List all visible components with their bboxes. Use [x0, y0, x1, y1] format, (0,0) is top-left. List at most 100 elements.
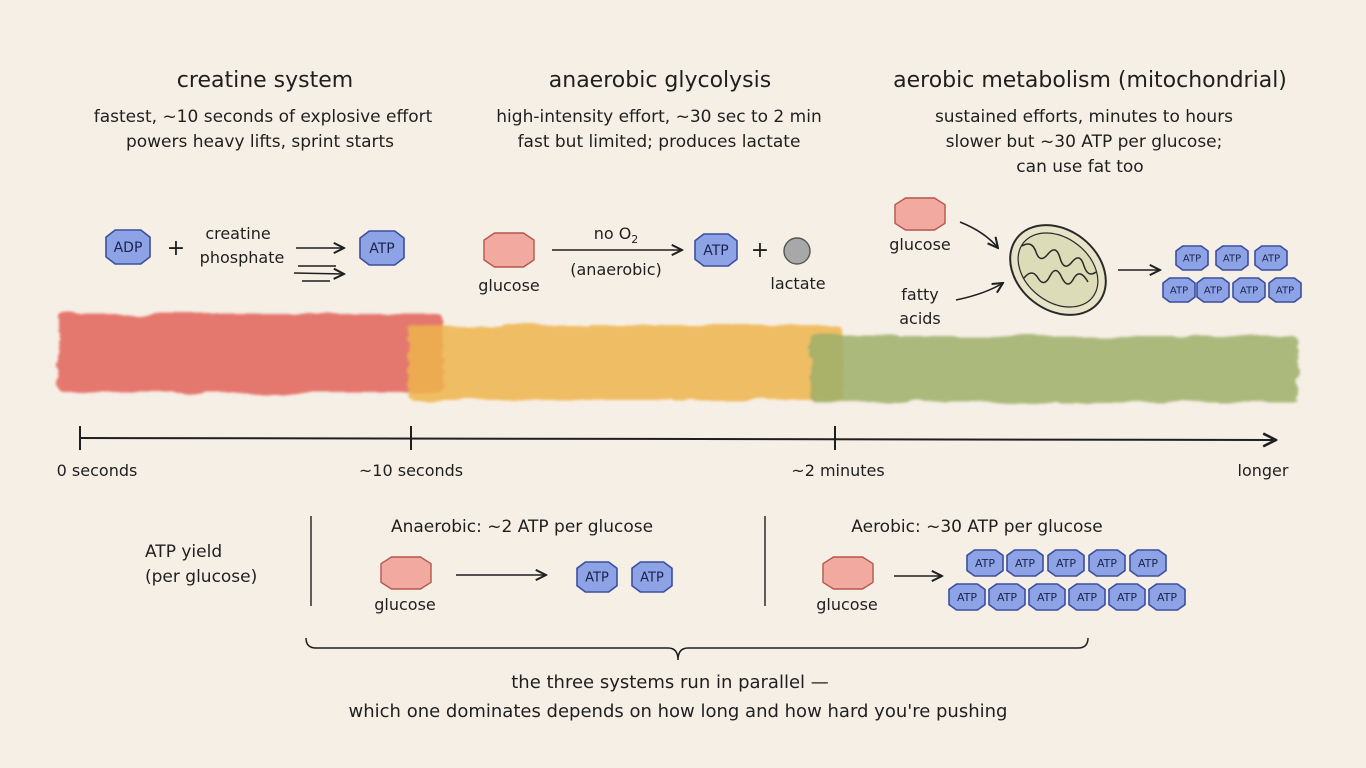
- creatine-arrows: [293, 248, 344, 282]
- anaerobic-yield-glucose-label: glucose: [374, 595, 436, 614]
- atp-glycolysis-product-icon-label: ATP: [703, 243, 728, 259]
- atp-aerobic-icon-4: ATP: [1196, 277, 1230, 303]
- atp-aerobic-icon-3: ATP: [1162, 277, 1196, 303]
- creatine-desc-1: fastest, ~10 seconds of explosive effort: [93, 107, 433, 127]
- atp-yield-aerobic-icon-6-label: ATP: [997, 591, 1017, 604]
- tick-label-2: ~2 minutes: [791, 461, 885, 480]
- atp-yield-aerobic-icon-0-label: ATP: [975, 557, 995, 570]
- atp-yield-aerobic-icon-1-label: ATP: [1015, 557, 1035, 570]
- creatine-desc-2: powers heavy lifts, sprint starts: [125, 132, 395, 152]
- aerobic-yield-title: Aerobic: ~30 ATP per glucose: [851, 517, 1103, 537]
- band-glycolysis: [408, 326, 843, 400]
- atp-yield-aerobic-icon-5-label: ATP: [957, 591, 977, 604]
- atp-aerobic-icon-5: ATP: [1232, 277, 1266, 303]
- atp-yield-anaerobic-icon-1-label: ATP: [640, 571, 664, 586]
- creatine-reactant-2: phosphate: [199, 248, 285, 267]
- atp-yield-aerobic-icon-3-label: ATP: [1097, 557, 1117, 570]
- aerobic-desc-1: sustained efforts, minutes to hours: [934, 107, 1234, 127]
- atp-yield-aerobic-icon-7: ATP: [1028, 583, 1066, 611]
- atp-aerobic-icon-0-label: ATP: [1183, 254, 1201, 265]
- atp-yield-anaerobic-icon-0: ATP: [576, 561, 618, 593]
- parallel-brace: [305, 637, 1089, 661]
- atp-yield-aerobic-icon-2: ATP: [1047, 549, 1085, 577]
- glucose-glycolysis-icon: [483, 232, 535, 268]
- watercolor-band: [58, 314, 1298, 402]
- tick-label-0: 0 seconds: [56, 461, 138, 480]
- atp-aerobic-icon-6-label: ATP: [1276, 286, 1294, 297]
- atp-yield-anaerobic-icon-0-label: ATP: [585, 571, 609, 586]
- atp-yield-aerobic-icon-0: ATP: [966, 549, 1004, 577]
- condition-subscript: 2: [631, 233, 639, 247]
- anaerobic-yield-title: Anaerobic: ~2 ATP per glucose: [390, 517, 654, 537]
- creatine-reactant-1: creatine: [205, 224, 271, 243]
- glycolysis-desc-2: fast but limited; produces lactate: [517, 132, 801, 152]
- glucose-aerobic-icon: [894, 197, 946, 231]
- atp-aerobic-icon-1-label: ATP: [1223, 254, 1241, 265]
- fatty-label-1: fatty: [901, 285, 939, 304]
- tick-label-3: longer: [1237, 461, 1289, 480]
- band-creatine: [58, 314, 443, 392]
- glucose-yield-anaerobic-icon: [380, 556, 432, 590]
- aerobic-arrows: [955, 221, 1160, 301]
- glycolysis-plus: +: [750, 238, 770, 263]
- glycolysis-desc-1: high-intensity effort, ~30 sec to 2 min: [496, 107, 822, 127]
- lactate-label: lactate: [770, 274, 826, 293]
- atp-yield-aerobic-icon-8: ATP: [1068, 583, 1106, 611]
- glucose-yield-aerobic-icon: [822, 556, 874, 590]
- band-aerobic: [810, 336, 1298, 402]
- aerobic-desc-3: can use fat too: [1016, 157, 1144, 177]
- atp-yield-aerobic-icon-6: ATP: [988, 583, 1026, 611]
- atp-yield-aerobic-icon-4: ATP: [1129, 549, 1167, 577]
- timeline-axis: [79, 426, 1276, 450]
- creatine-title: creatine system: [176, 68, 354, 93]
- glycolysis-title: anaerobic glycolysis: [548, 68, 772, 93]
- adp-molecule-icon: ADP: [105, 229, 151, 265]
- atp-yield-aerobic-icon-5: ATP: [948, 583, 986, 611]
- creatine-plus: +: [166, 236, 186, 261]
- mitochondrion-icon: [1009, 224, 1107, 316]
- atp-yield-aerobic-icon-1: ATP: [1006, 549, 1044, 577]
- atp-yield-aerobic-icon-9-label: ATP: [1117, 591, 1137, 604]
- atp-yield-aerobic-icon-7-label: ATP: [1037, 591, 1057, 604]
- atp-aerobic-icon-0: ATP: [1175, 245, 1209, 271]
- atp-yield-aerobic-icon-10: ATP: [1148, 583, 1186, 611]
- atp-aerobic-icon-3-label: ATP: [1170, 286, 1188, 297]
- condition-text: no O: [593, 224, 632, 243]
- atp-yield-aerobic-icon-8-label: ATP: [1077, 591, 1097, 604]
- adp-molecule-icon-label: ADP: [114, 240, 143, 256]
- atp-aerobic-icon-1: ATP: [1215, 245, 1249, 271]
- aerobic-yield-glucose-label: glucose: [816, 595, 878, 614]
- fatty-label-2: acids: [899, 309, 941, 328]
- atp-yield-aerobic-icon-9: ATP: [1108, 583, 1146, 611]
- atp-aerobic-icon-2: ATP: [1254, 245, 1288, 271]
- atp-yield-aerobic-icon-4-label: ATP: [1138, 557, 1158, 570]
- footer-line-1: the three systems run in parallel —: [511, 672, 829, 693]
- aerobic-desc-2: slower but ~30 ATP per glucose;: [945, 132, 1223, 152]
- atp-aerobic-icon-4-label: ATP: [1204, 286, 1222, 297]
- atp-yield-aerobic-icon-2-label: ATP: [1056, 557, 1076, 570]
- yield-label-2: (per glucose): [145, 567, 258, 587]
- aerobic-glucose-label: glucose: [889, 235, 951, 254]
- yield-label-1: ATP yield: [145, 542, 223, 562]
- footer-line-2: which one dominates depends on how long …: [348, 701, 1008, 722]
- atp-creatine-product-icon-label: ATP: [369, 241, 394, 257]
- atp-aerobic-icon-5-label: ATP: [1240, 286, 1258, 297]
- atp-creatine-product-icon: ATP: [359, 230, 405, 266]
- atp-yield-anaerobic-icon-1: ATP: [631, 561, 673, 593]
- molecule-layer: ADP ATP ATP ATP ATP ATP ATP ATP ATP ATP ATP ATP ATP A…: [105, 197, 1302, 611]
- atp-aerobic-icon-2-label: ATP: [1262, 254, 1280, 265]
- atp-yield-aerobic-icon-10-label: ATP: [1157, 591, 1177, 604]
- yield-arrows: [456, 575, 942, 576]
- atp-aerobic-icon-6: ATP: [1268, 277, 1302, 303]
- lactate-molecule-icon: [783, 237, 811, 265]
- aerobic-title: aerobic metabolism (mitochondrial): [893, 68, 1287, 93]
- glycolysis-condition-note: (anaerobic): [570, 260, 662, 279]
- glycolysis-glucose-label: glucose: [478, 276, 540, 295]
- yield-dividers: [310, 516, 766, 606]
- atp-glycolysis-product-icon: ATP: [694, 233, 738, 267]
- glycolysis-condition: no O2: [594, 224, 639, 246]
- atp-yield-aerobic-icon-3: ATP: [1088, 549, 1126, 577]
- tick-label-1: ~10 seconds: [358, 461, 464, 480]
